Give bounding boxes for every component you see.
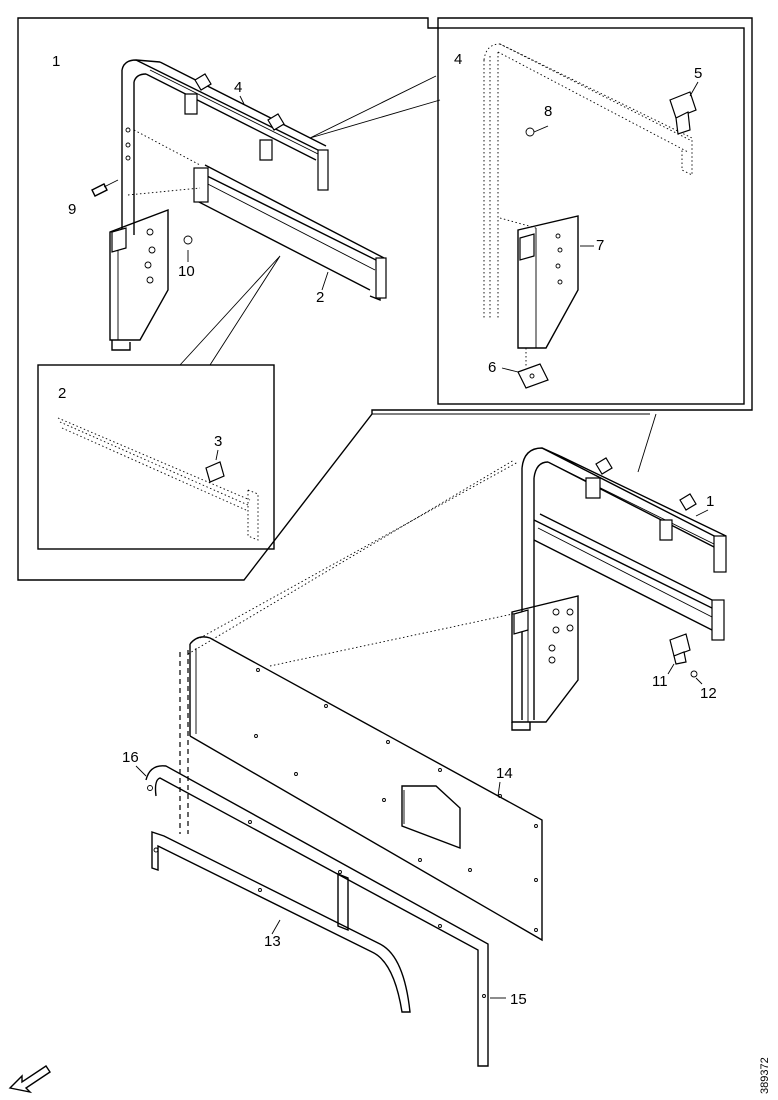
callout-bracket: 11 xyxy=(652,673,668,690)
callout-main-frame: 1 xyxy=(706,493,714,510)
callout-trim: 13 xyxy=(264,933,281,950)
detail-box-1-label: 1 xyxy=(52,53,60,70)
callout-panel: 14 xyxy=(496,765,513,782)
crossbar-detail xyxy=(57,417,259,541)
callout-nut: 12 xyxy=(700,685,717,702)
detail-box-2-outline xyxy=(37,364,275,550)
detail-box-4-label: 4 xyxy=(454,51,462,68)
callout-screw-16: 16 xyxy=(122,749,139,766)
callout-strip: 15 xyxy=(510,991,527,1008)
detail-box-1-outline xyxy=(17,17,753,581)
frame-assembly-detail xyxy=(91,59,387,351)
callout-washer: 10 xyxy=(178,263,195,280)
trim-strip-16 xyxy=(145,765,489,1067)
direction-arrow-icon xyxy=(8,1065,51,1094)
main-frame-assembly xyxy=(511,447,727,731)
pointer-1-to-2 xyxy=(179,255,281,366)
pointer-1-to-4 xyxy=(309,75,441,139)
callout-frame-rod: 4 xyxy=(234,79,242,96)
frame-rod-detail xyxy=(483,43,697,389)
callout-clip: 3 xyxy=(214,433,222,450)
projection-lines xyxy=(187,459,523,667)
trim-strip-13 xyxy=(151,831,411,1013)
detail-box-2-label: 2 xyxy=(58,385,66,402)
reference-code: 389372 xyxy=(759,1057,771,1094)
callout-side-bracket: 7 xyxy=(596,237,604,254)
detail-box-4-outline xyxy=(437,27,745,405)
callout-bolt: 9 xyxy=(68,201,76,218)
callout-plate: 6 xyxy=(488,359,496,376)
callout-hinge: 5 xyxy=(694,65,702,82)
pointer-4-to-main xyxy=(637,413,657,473)
callout-screw-8: 8 xyxy=(544,103,552,120)
dashed-alignment xyxy=(179,650,189,834)
callout-crossbar: 2 xyxy=(316,289,324,306)
side-panel xyxy=(189,636,543,942)
